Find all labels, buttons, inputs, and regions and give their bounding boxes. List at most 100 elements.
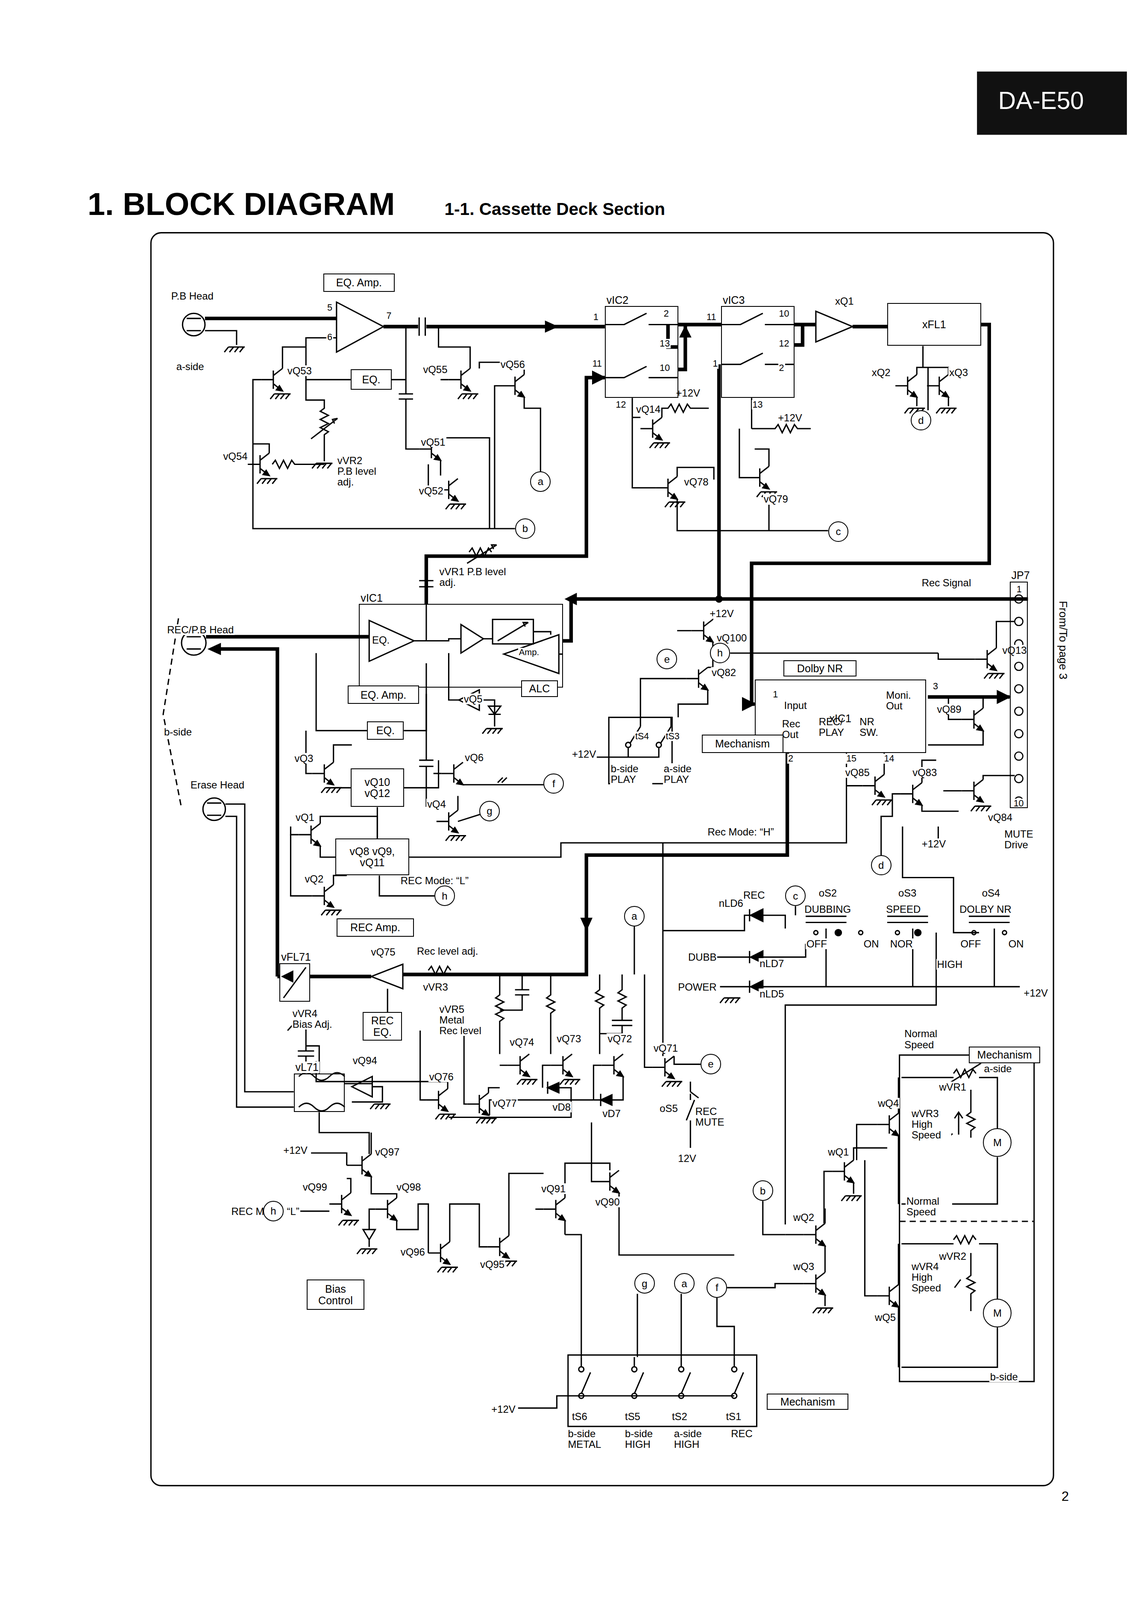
schematic-circle bbox=[656, 741, 662, 748]
part-label: vD7 bbox=[601, 1107, 622, 1119]
node-text: c bbox=[835, 525, 841, 537]
part-label: vQ53 bbox=[286, 365, 313, 376]
node-text: g bbox=[641, 1277, 648, 1289]
callout-circle: c bbox=[785, 885, 806, 906]
part-label: vQ73 bbox=[555, 1032, 582, 1044]
schematic-path bbox=[383, 324, 419, 329]
part-label: xQ1 bbox=[834, 295, 855, 307]
callout-circle: g bbox=[479, 800, 500, 822]
part-label: +12V bbox=[708, 607, 735, 619]
schematic-use bbox=[437, 1266, 458, 1272]
part-label: 7 bbox=[385, 310, 393, 321]
node-text: d bbox=[878, 859, 884, 871]
node-text: M bbox=[993, 1307, 1002, 1318]
part-label: NR SW. bbox=[858, 715, 887, 738]
part-label: vQ54 bbox=[222, 450, 249, 462]
part-label: 6 bbox=[326, 332, 334, 343]
node-text: EQ. Amp. bbox=[336, 276, 382, 288]
schematic-path bbox=[305, 379, 329, 461]
part-label: DUBBING bbox=[803, 903, 852, 915]
part-label: vQ95 bbox=[479, 1258, 506, 1270]
schematic-path bbox=[205, 330, 237, 345]
schematic-path bbox=[495, 973, 504, 1054]
schematic-circle bbox=[1014, 729, 1023, 738]
part-label: vQ75 bbox=[370, 946, 397, 957]
block-box: vFL71 bbox=[279, 962, 311, 1002]
part-label: Erase Head bbox=[189, 779, 246, 790]
schematic-use bbox=[507, 1053, 530, 1077]
schematic-rect bbox=[492, 618, 534, 644]
part-label: vQ51 bbox=[420, 436, 447, 448]
schematic-path bbox=[205, 316, 337, 320]
schematic-path bbox=[433, 772, 442, 774]
part-label: vQ55 bbox=[422, 363, 449, 375]
callout-circle: a bbox=[674, 1272, 695, 1294]
schematic-path bbox=[466, 544, 497, 564]
part-label: Normal Speed bbox=[905, 1195, 953, 1217]
schematic-use bbox=[370, 1103, 391, 1109]
schematic-path bbox=[677, 498, 828, 531]
part-label: a-side HIGH bbox=[673, 1427, 716, 1449]
part-label: +12V bbox=[571, 748, 597, 760]
part-label: REC MUTE bbox=[694, 1105, 734, 1127]
node-text: vQ10 vQ12 bbox=[352, 776, 403, 799]
schematic-path bbox=[449, 1203, 488, 1247]
schematic-path bbox=[316, 1030, 500, 1104]
callout-circle: b bbox=[752, 1179, 774, 1201]
part-label: 15 bbox=[845, 753, 858, 764]
schematic-use bbox=[487, 1234, 509, 1258]
part-label: 2 bbox=[662, 308, 670, 319]
schematic-path bbox=[632, 417, 656, 488]
part-label: +12V bbox=[777, 412, 803, 423]
schematic-use bbox=[665, 501, 686, 508]
schematic-path bbox=[856, 1076, 899, 1204]
schematic-path bbox=[440, 437, 490, 528]
schematic-use bbox=[841, 1195, 863, 1201]
schematic-path bbox=[448, 652, 459, 700]
schematic-circle bbox=[715, 595, 722, 602]
block-box: REC Amp. bbox=[336, 917, 414, 937]
schematic-use bbox=[338, 1219, 360, 1226]
schematic-polygon bbox=[545, 321, 557, 332]
node-text: a bbox=[537, 475, 544, 487]
part-label: From/To page 3 bbox=[1056, 599, 1069, 681]
node-text: vL71 bbox=[294, 1061, 320, 1073]
node-text: JP7 bbox=[1010, 569, 1031, 581]
part-label: vQ72 bbox=[606, 1032, 633, 1044]
block-box: vIC3 bbox=[721, 305, 795, 398]
schematic-path bbox=[596, 747, 660, 757]
node-text: h bbox=[270, 1205, 276, 1216]
part-label: vQ96 bbox=[399, 1246, 426, 1257]
schematic-use bbox=[649, 442, 671, 448]
part-label: vQ1 bbox=[294, 811, 316, 823]
part-label: wVR2 bbox=[938, 1250, 968, 1262]
part-label: 11 bbox=[591, 358, 603, 369]
schematic-path bbox=[717, 364, 721, 599]
node-text: e bbox=[664, 653, 670, 665]
block-box: EQ. Amp. bbox=[323, 273, 395, 292]
part-label: +12V bbox=[1023, 987, 1049, 998]
part-label: SPEED bbox=[885, 903, 922, 915]
schematic-path bbox=[633, 926, 635, 974]
schematic-use bbox=[974, 647, 997, 671]
schematic-path bbox=[887, 915, 928, 987]
block-box: vQ10 vQ12 bbox=[350, 768, 405, 807]
schematic-path bbox=[794, 905, 797, 915]
part-label: 12V bbox=[677, 1152, 697, 1164]
schematic-use bbox=[375, 1197, 397, 1220]
part-label: 12 bbox=[778, 338, 791, 349]
schematic-path bbox=[595, 973, 604, 1054]
part-label: OFF bbox=[805, 938, 828, 949]
part-label: a-side bbox=[175, 360, 206, 372]
part-label: Rec level adj. bbox=[416, 945, 479, 957]
schematic-rect bbox=[568, 1354, 757, 1426]
callout-circle: h bbox=[263, 1200, 284, 1221]
callout-circle: c bbox=[828, 521, 849, 542]
part-label: vQ6 bbox=[463, 751, 485, 763]
schematic-use bbox=[299, 823, 321, 846]
part-label: vQ52 bbox=[418, 485, 445, 496]
schematic-use bbox=[560, 1079, 581, 1085]
signal-connector bbox=[678, 322, 722, 326]
